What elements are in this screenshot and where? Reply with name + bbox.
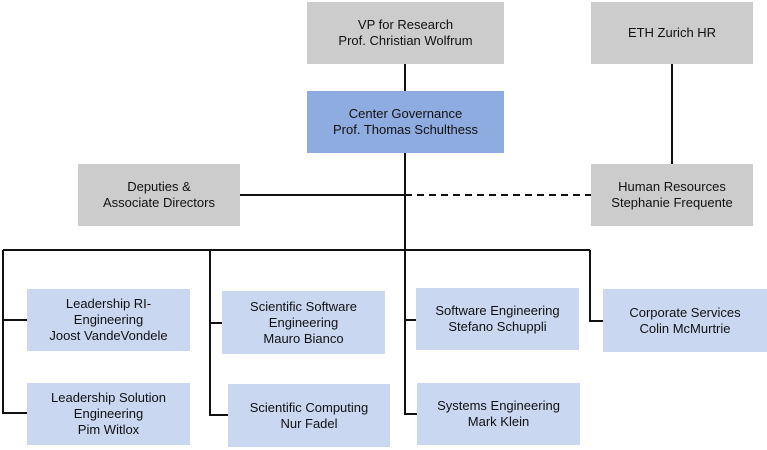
node-vp-research: VP for Research Prof. Christian Wolfrum bbox=[307, 2, 504, 64]
node-person: Prof. Thomas Schulthess bbox=[333, 122, 478, 137]
node-person: Mark Klein bbox=[467, 414, 530, 429]
node-deputies: Deputies & Associate Directors bbox=[78, 164, 240, 226]
node-title: ETH Zurich HR bbox=[627, 25, 717, 40]
node-person: Mauro Bianco bbox=[263, 330, 344, 346]
node-person: Colin McMurtrie bbox=[639, 320, 731, 336]
line-col2 bbox=[209, 250, 228, 416]
node-title-2: Engineering bbox=[73, 406, 144, 421]
node-software-engineering: Software Engineering Stefano Schuppli bbox=[416, 288, 579, 350]
node-person: Stefano Schuppli bbox=[448, 319, 547, 334]
node-title-2: Associate Directors bbox=[103, 195, 215, 210]
node-title: Human Resources bbox=[618, 179, 726, 194]
node-person: Stephanie Frequente bbox=[611, 195, 733, 210]
node-title: Scientific Computing bbox=[249, 399, 369, 415]
node-title: Scientific Software bbox=[250, 298, 357, 314]
node-title: Systems Engineering bbox=[437, 398, 560, 413]
node-systems-engineering: Systems Engineering Mark Klein bbox=[417, 383, 580, 445]
node-corporate-services: Corporate Services Colin McMurtrie bbox=[603, 289, 767, 352]
line-col4 bbox=[589, 250, 603, 322]
line-col3 bbox=[404, 250, 417, 415]
node-title: Corporate Services bbox=[629, 304, 741, 320]
node-title: Center Governance bbox=[348, 106, 463, 121]
node-title-2: Engineering bbox=[73, 312, 144, 327]
node-leadership-ri-engineering: Leadership RI- Engineering Joost VandeVo… bbox=[27, 289, 190, 351]
node-title-2: Engineering bbox=[268, 314, 339, 330]
node-title: Leadership Solution bbox=[51, 390, 166, 405]
node-person: Prof. Christian Wolfrum bbox=[338, 33, 473, 48]
node-title: Deputies & bbox=[127, 179, 191, 194]
node-scientific-software-engineering: Scientific Software Engineering Mauro Bi… bbox=[222, 291, 385, 354]
node-human-resources: Human Resources Stephanie Frequente bbox=[591, 164, 753, 226]
line-col1 bbox=[2, 250, 27, 414]
node-scientific-computing: Scientific Computing Nur Fadel bbox=[228, 384, 390, 447]
node-eth-zurich-hr: ETH Zurich HR bbox=[591, 2, 753, 64]
node-title: Leadership RI- bbox=[65, 296, 152, 311]
node-person: Nur Fadel bbox=[280, 415, 338, 431]
node-person: Joost VandeVondele bbox=[49, 328, 168, 343]
node-leadership-solution-engineering: Leadership Solution Engineering Pim Witl… bbox=[27, 383, 190, 445]
node-person: Pim Witlox bbox=[77, 422, 140, 437]
node-title: Software Engineering bbox=[435, 303, 560, 318]
node-title: VP for Research bbox=[357, 17, 454, 32]
node-center-governance: Center Governance Prof. Thomas Schulthes… bbox=[307, 91, 504, 153]
